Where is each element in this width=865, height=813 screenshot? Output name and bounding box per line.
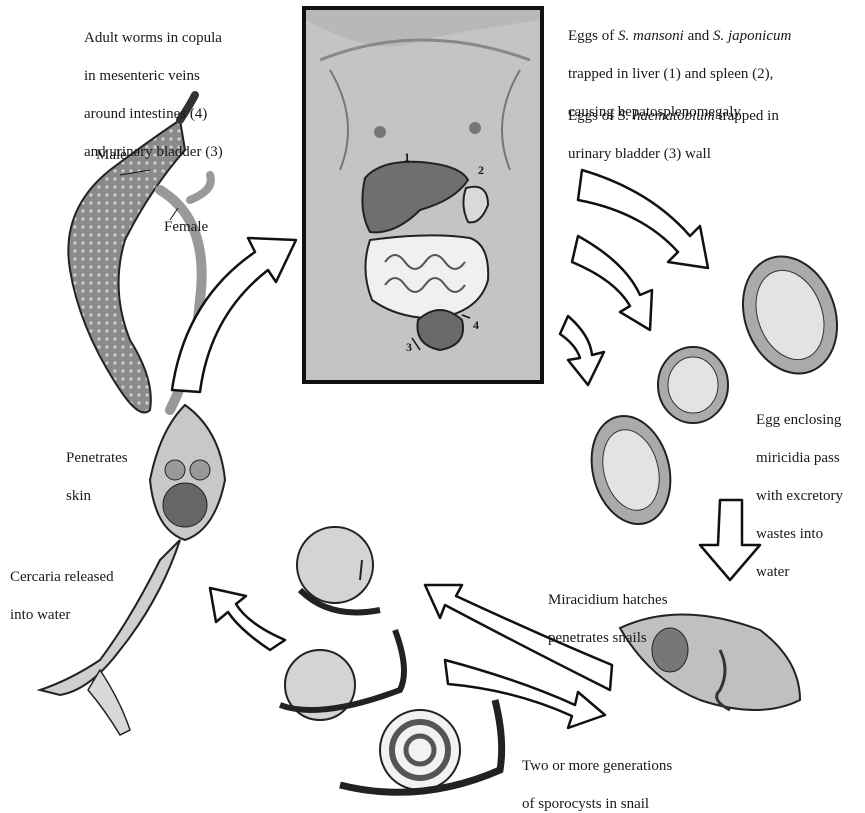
egg-miracidia-label: Egg enclosing miricidia pass with excret… [756, 392, 843, 601]
intestines-organ [365, 235, 488, 318]
arrow-worms-to-body [172, 238, 296, 392]
human-torso-panel [304, 8, 542, 382]
female-label: Female [164, 218, 208, 237]
miracidium-label: Miracidium hatches penetrates snails [548, 572, 668, 667]
cercaria-label: Cercaria released into water [10, 549, 114, 644]
liver-number: 1 [404, 150, 410, 165]
bladder-organ [417, 310, 463, 350]
arrow-body-to-eggs-3 [560, 316, 604, 385]
snails-illustration [280, 527, 502, 792]
intestines-number: 4 [473, 318, 479, 333]
sporocysts-label: Two or more generations of sporocysts in… [522, 738, 672, 813]
arrow-snail-to-cercaria [210, 588, 285, 650]
bladder-number: 3 [406, 340, 412, 355]
arrow-body-to-eggs-2 [572, 236, 652, 330]
male-label: Male [96, 146, 127, 165]
eggs-haematobium-label: Eggs of S. haematobium trapped in urinar… [568, 88, 779, 183]
spleen-number: 2 [478, 163, 484, 178]
arrow-eggs-to-miracidium [700, 500, 760, 580]
penetrates-skin-label: Penetrates skin [66, 430, 128, 525]
